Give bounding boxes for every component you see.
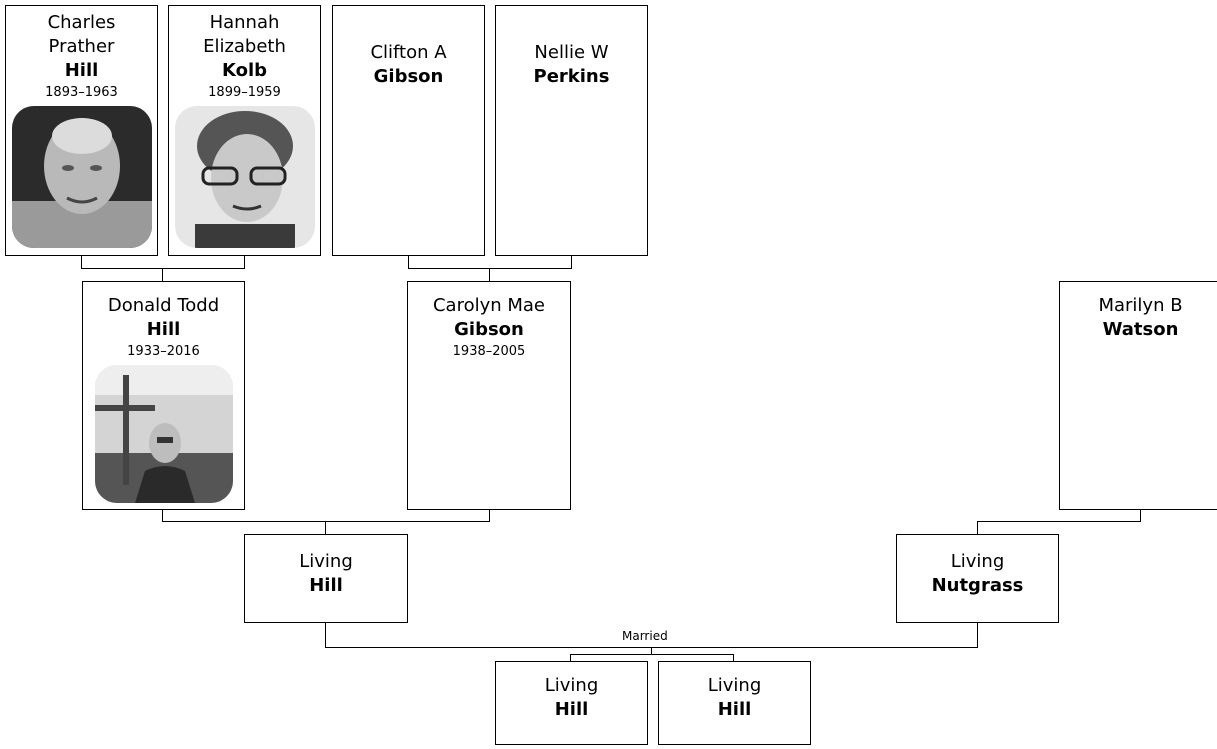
portrait-photo [94, 365, 233, 503]
given-name: Clifton A [370, 42, 447, 63]
person-card-carolyn-gibson[interactable]: Carolyn Mae Gibson 1938–2005 [407, 281, 571, 510]
connector-line [325, 623, 326, 647]
connector-line [325, 521, 326, 534]
connector-line [733, 654, 734, 661]
life-years: 1899–1959 [208, 85, 281, 100]
connector-line [162, 521, 490, 522]
connector-line [408, 256, 409, 268]
given-name: Carolyn Mae [432, 295, 546, 316]
surname: Nutgrass [931, 575, 1024, 596]
person-card-living-nutgrass[interactable]: Living Nutgrass [896, 534, 1059, 623]
connector-line [162, 510, 163, 521]
surname: Gibson [454, 319, 524, 340]
surname: Hill [554, 699, 589, 720]
connector-line [489, 268, 490, 281]
person-card-hannah-kolb[interactable]: Hannah Elizabeth Kolb 1899–1959 [168, 5, 321, 256]
surname: Watson [1102, 319, 1179, 340]
surname: Hill [309, 575, 343, 596]
surname: Hill [64, 60, 99, 81]
connector-line [651, 647, 652, 654]
given-name: Nellie W [534, 42, 609, 63]
person-card-marilyn-watson[interactable]: Marilyn B Watson [1059, 281, 1217, 510]
life-years: 1938–2005 [452, 344, 526, 359]
person-card-donald-hill[interactable]: Donald Todd Hill 1933–2016 [82, 281, 245, 510]
connector-line [408, 268, 572, 269]
person-card-nellie-perkins[interactable]: Nellie W Perkins [495, 5, 648, 256]
given-name: Living [544, 675, 599, 696]
portrait-photo [11, 106, 152, 248]
surname: Perkins [533, 66, 610, 87]
connector-line [977, 521, 1141, 522]
connector-line [570, 654, 571, 661]
connector-line [570, 654, 734, 655]
connector-line [244, 256, 245, 268]
given-name: Living [707, 675, 762, 696]
connector-line [977, 521, 978, 534]
given-name: Living [299, 551, 353, 572]
connector-line [162, 268, 163, 281]
life-years: 1933–2016 [127, 344, 200, 359]
connector-line [1140, 510, 1141, 521]
person-card-charles-hill[interactable]: Charles Prather Hill 1893–1963 [5, 5, 158, 256]
person-card-clifton-gibson[interactable]: Clifton A Gibson [332, 5, 485, 256]
life-years: 1893–1963 [45, 85, 118, 100]
married-label: Married [622, 629, 668, 643]
portrait-photo [174, 106, 315, 248]
connector-line [81, 256, 82, 268]
connector-line [81, 268, 245, 269]
person-card-living-hill-parent[interactable]: Living Hill [244, 534, 408, 623]
surname: Hill [146, 319, 181, 340]
surname: Kolb [221, 60, 268, 81]
given-name: Donald Todd [107, 295, 220, 316]
connector-line [489, 510, 490, 521]
given-name: Hannah Elizabeth [203, 12, 286, 57]
given-name: Charles Prather [47, 12, 116, 57]
surname: Hill [717, 699, 752, 720]
person-card-child-living-hill-1[interactable]: Living Hill [495, 661, 648, 745]
given-name: Living [950, 551, 1005, 572]
connector-line [977, 623, 978, 647]
person-card-child-living-hill-2[interactable]: Living Hill [658, 661, 811, 745]
given-name: Marilyn B [1098, 295, 1183, 316]
connector-line [571, 256, 572, 268]
surname: Gibson [373, 66, 444, 87]
